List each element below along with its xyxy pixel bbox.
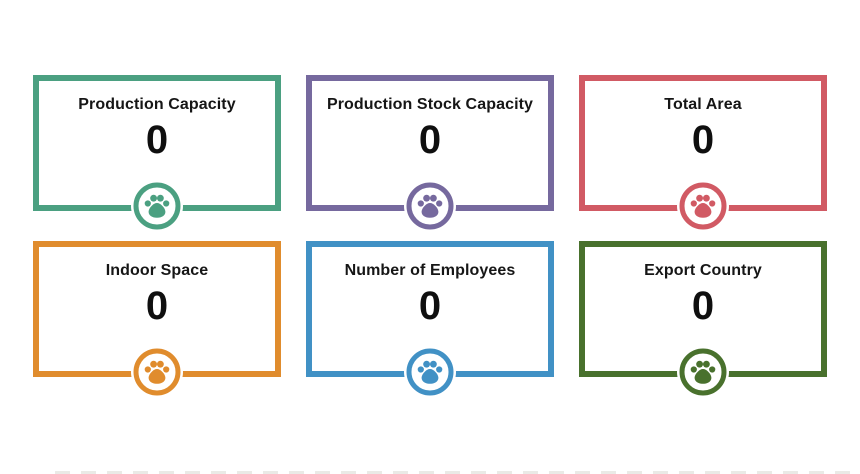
paw-badge [131, 180, 183, 232]
stat-card-title: Export Country [644, 262, 762, 279]
stat-card-title: Number of Employees [344, 262, 516, 279]
stat-card-title: Production Stock Capacity [326, 96, 534, 113]
paw-badge [677, 346, 729, 398]
paw-badge [131, 346, 183, 398]
paw-badge [404, 180, 456, 232]
stat-card-number-of-employees: Number of Employees 0 [306, 241, 554, 398]
stat-card-value: 0 [418, 284, 442, 328]
cropped-bottom-content-edge [55, 471, 856, 474]
stat-card-value: 0 [691, 284, 715, 328]
paw-icon [133, 348, 181, 396]
stat-card-value: 0 [145, 118, 169, 162]
stat-card-title: Total Area [664, 96, 742, 113]
stat-card-total-area: Total Area 0 [579, 75, 827, 232]
stat-card-production-stock-capacity: Production Stock Capacity 0 [306, 75, 554, 232]
stat-card-production-capacity: Production Capacity 0 [33, 75, 281, 232]
paw-badge [677, 180, 729, 232]
paw-badge [404, 346, 456, 398]
kpi-card-grid: Production Capacity 0 Production Stock C… [33, 75, 827, 398]
paw-icon [679, 348, 727, 396]
stat-card-indoor-space: Indoor Space 0 [33, 241, 281, 398]
stat-card-value: 0 [418, 118, 442, 162]
stat-card-value: 0 [145, 284, 169, 328]
stat-card-title: Indoor Space [105, 262, 209, 279]
paw-icon [679, 182, 727, 230]
paw-icon [133, 182, 181, 230]
paw-icon [406, 348, 454, 396]
paw-icon [406, 182, 454, 230]
stat-card-value: 0 [691, 118, 715, 162]
stat-card-export-country: Export Country 0 [579, 241, 827, 398]
stat-card-title: Production Capacity [78, 96, 236, 113]
